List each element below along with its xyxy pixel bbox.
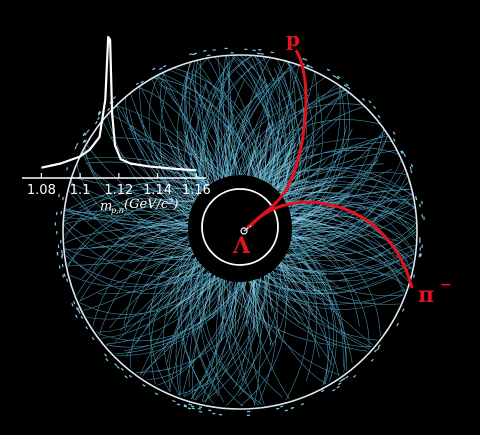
- tick-label: 1.16: [182, 183, 211, 198]
- axis-title-subscript: p,π: [111, 206, 125, 215]
- track-bundle: [63, 53, 417, 407]
- pion-track: [249, 200, 414, 289]
- axis-title-units: (GeV/c²): [124, 197, 178, 212]
- histogram-ticks: 1.08 1.1 1.12 1.14 1.16: [27, 173, 211, 198]
- invariant-mass-peak: [41, 35, 197, 172]
- detector-outer-ring: [62, 54, 418, 410]
- pion-label: π: [418, 282, 434, 308]
- interaction-vertex: [240, 227, 248, 235]
- inner-detector-hole: [188, 175, 292, 279]
- lambda-flight-path: [243, 225, 252, 232]
- inset-mass-histogram: 1.08 1.1 1.12 1.14 1.16 m p,π (GeV/c²): [22, 35, 211, 215]
- axis-title-m: m: [100, 199, 112, 214]
- pion-charge-label: −: [440, 277, 452, 293]
- tick-label: 1.1: [70, 183, 91, 198]
- inner-track-bundle: [118, 109, 357, 349]
- proton-label: p: [286, 27, 300, 51]
- tick-label: 1.12: [104, 183, 133, 198]
- inner-detector-ring: [201, 188, 279, 266]
- lambda-label: Λ: [232, 233, 251, 259]
- tick-label: 1.14: [143, 183, 172, 198]
- particle-tracks: [63, 53, 417, 407]
- tick-label: 1.08: [27, 183, 56, 198]
- proton-track: [245, 49, 308, 230]
